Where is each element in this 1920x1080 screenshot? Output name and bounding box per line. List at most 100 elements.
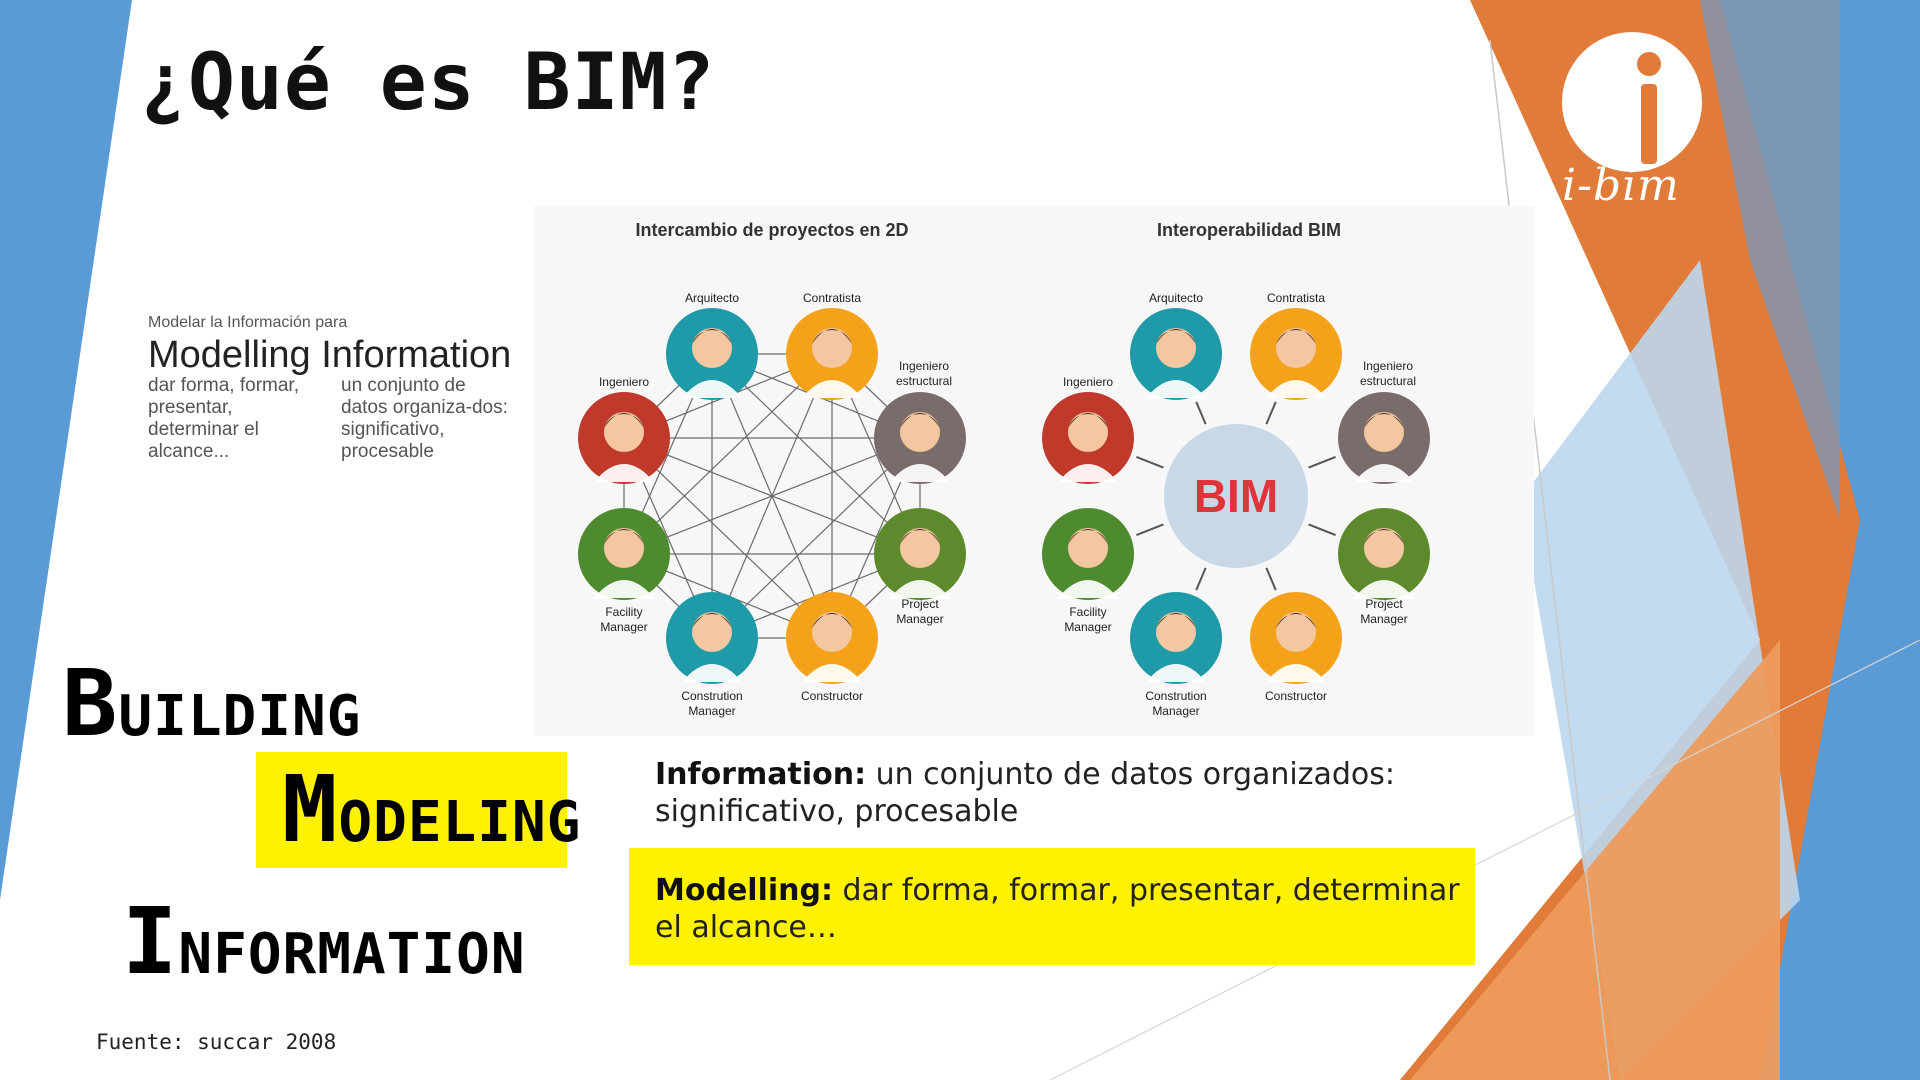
right-role-hair-0 [1156,329,1196,344]
acronym-building: BUILDING [62,650,361,757]
right-role-face-1 [1276,328,1316,368]
left-role-hair-4 [812,613,852,628]
left-connection-line [711,437,921,639]
acronym-i-initial: I [122,888,179,995]
right-role-face-4 [1276,612,1316,652]
left-role-hair-5 [692,613,732,628]
modelling-definition-box [629,848,1475,965]
thin-line-2 [1049,639,1920,1080]
acronym-modeling: MODELING [282,756,581,863]
source-citation: Fuente: succar 2008 [96,1030,337,1054]
information-definition: Information: un conjunto de datos organi… [655,756,1475,830]
acronym-information: INFORMATION [122,888,526,995]
left-connection-line [623,437,921,555]
right-role-hair-2 [1364,413,1404,428]
right-role-body-2 [1354,464,1414,482]
information-term: Information: [655,757,867,792]
left-connection-line [623,353,833,555]
right-role-face-3 [1364,528,1404,568]
right-role-face-7 [1068,412,1108,452]
right-role-label-3-1: Manager [1360,612,1407,626]
left-role-hair-6 [604,529,644,544]
modelling-information-block: Modelar la Información para Modelling In… [148,314,538,463]
acronym-m-rest: ODELING [338,790,582,855]
modeling-highlight [256,752,567,868]
left-role-face-6 [604,528,644,568]
left-role-body-7 [594,464,654,482]
left-role-face-0 [692,328,732,368]
right-spoke-line [1195,567,1207,591]
right-role-label-1: Contratista [1267,291,1325,305]
right-spoke-line [1265,567,1277,591]
right-spoke-line [1308,456,1336,469]
right-role-label-5-0: Constrution [1145,689,1206,703]
ibim-logo-icon [1562,32,1702,172]
left-role-body-6 [594,580,654,598]
left-role-body-3 [890,580,950,598]
page-title: ¿Qué es BIM? [140,38,716,128]
mi-col-left: dar forma, formar, presentar, determinar… [148,375,299,462]
right-role-label-6-0: Facility [1069,605,1106,619]
right-role-face-2 [1364,412,1404,452]
stakeholder-diagram: Intercambio de proyectos en 2D Interopera… [534,206,1534,736]
right-role-label-3-0: Project [1365,597,1403,611]
right-spoke-line [1265,401,1277,425]
bim-hub-label: BIM [1194,470,1278,522]
left-diagram-title: Intercambio de proyectos en 2D [635,220,908,240]
left-role-label-2-1: estructural [896,374,952,388]
left-role-label-1: Contratista [803,291,861,305]
left-role-face-1 [812,328,852,368]
mi-caption: Modelar la Información para [148,314,348,331]
modelling-definition: Modelling: dar forma, formar, presentar,… [655,872,1475,946]
left-role-body-5 [682,664,742,682]
left-role-face-5 [692,612,732,652]
left-role-label-0: Arquitecto [685,291,739,305]
right-role-body-1 [1266,380,1326,398]
left-role-label-7: Ingeniero [599,375,649,389]
left-role-label-3-1: Manager [896,612,943,626]
right-role-body-6 [1058,580,1118,598]
left-role-hair-2 [900,413,940,428]
left-role-body-2 [890,464,950,482]
left-role-label-2-0: Ingeniero [899,359,949,373]
right-role-label-2-0: Ingeniero [1363,359,1413,373]
right-role-label-6-1: Manager [1064,620,1111,634]
right-role-body-4 [1266,664,1326,682]
right-role-body-0 [1146,380,1206,398]
mi-heading: Modelling Information [148,334,512,376]
bim-hub-circle [1164,424,1308,568]
acronym-b-initial: B [62,650,119,757]
acronym-m-initial: M [282,756,339,863]
right-role-hair-6 [1068,529,1108,544]
modelling-text: dar forma, formar, presentar, determinar… [655,873,1460,945]
acronym-b-rest: UILDING [118,684,362,749]
right-spoke-line [1136,523,1164,536]
right-role-hair-3 [1364,529,1404,544]
modelling-term: Modelling: [655,873,833,908]
right-grey-band [1700,0,1840,520]
left-role-face-7 [604,412,644,452]
left-role-face-4 [812,612,852,652]
right-blue-band [1720,0,1920,1080]
right-role-body-5 [1146,664,1206,682]
left-role-body-1 [802,380,862,398]
right-role-hair-5 [1156,613,1196,628]
information-text: un conjunto de datos organizados: signif… [655,757,1396,829]
acronym-i-rest: NFORMATION [178,922,526,987]
left-role-label-6-0: Facility [605,605,642,619]
right-role-body-3 [1354,580,1414,598]
left-role-hair-1 [812,329,852,344]
right-role-hair-7 [1068,413,1108,428]
left-role-label-5-1: Manager [688,704,735,718]
right-spoke-line [1136,456,1164,469]
left-role-face-2 [900,412,940,452]
right-role-label-7: Ingeniero [1063,375,1113,389]
mi-columns: dar forma, formar, presentar, determinar… [148,375,538,463]
left-role-label-6-1: Manager [600,620,647,634]
right-spoke-line [1308,523,1336,536]
right-role-label-0: Arquitecto [1149,291,1203,305]
left-role-body-4 [802,664,862,682]
right-diagram-title: Interoperabilidad BIM [1157,220,1341,240]
right-spoke-line [1195,401,1207,425]
right-orange-lower [1410,640,1780,1080]
